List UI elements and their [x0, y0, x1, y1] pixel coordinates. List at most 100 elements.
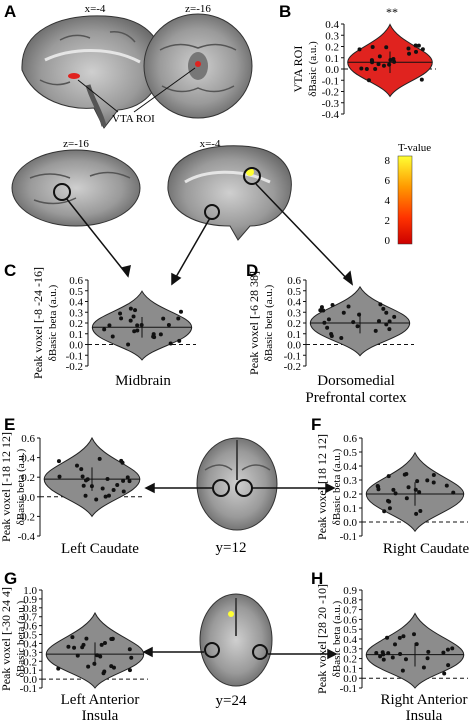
y-tick-label: 0.2	[343, 654, 357, 666]
roi-circle-left-caudate	[212, 479, 230, 497]
data-point	[406, 485, 411, 490]
y-tick-label: 0.8	[343, 595, 357, 607]
panel-letter-a: A	[4, 2, 16, 21]
peak-voxel-label: Peak voxel [18 12 12]	[315, 434, 329, 540]
panel-letter-d: D	[246, 261, 258, 280]
colorbar-tick-label: 4	[385, 195, 391, 207]
brain-axial-a	[143, 13, 253, 119]
region-label-h1: Right Anterior	[380, 692, 467, 708]
y-tick-label: 0.3	[23, 647, 37, 659]
data-point	[101, 671, 106, 676]
y-axis-unit-label: δBasic beta (a.u.)	[15, 448, 27, 525]
data-point	[158, 332, 163, 337]
data-point	[400, 668, 405, 673]
data-point	[56, 459, 61, 464]
y-tick-label: -0.2	[322, 87, 339, 99]
data-point	[357, 312, 362, 317]
y-label-b1: VTA ROI	[291, 46, 305, 93]
data-point	[391, 487, 396, 492]
data-point	[325, 325, 330, 330]
data-point	[177, 338, 182, 343]
y-tick-label: 0.1	[343, 663, 357, 675]
data-point	[442, 671, 447, 676]
data-point	[425, 478, 430, 483]
y-tick-label: 0.2	[69, 318, 83, 330]
y-tick-label: 0.5	[69, 286, 83, 298]
y-axis-unit-label: δBasic beta (a.u.)	[263, 284, 275, 361]
data-point	[416, 43, 421, 48]
roi-circle-dmpfc	[243, 167, 261, 185]
data-point	[126, 342, 131, 347]
data-point	[431, 480, 436, 485]
data-point	[102, 641, 107, 646]
data-point	[391, 57, 396, 62]
data-point	[135, 323, 140, 328]
peak-voxel-label: Peak voxel [-18 12 12]	[0, 432, 13, 542]
y-label-b2: δBasic (a.u.)	[307, 41, 319, 97]
data-point	[393, 642, 398, 647]
data-point	[413, 487, 418, 492]
data-point	[384, 45, 389, 50]
data-point	[111, 665, 116, 670]
data-point	[72, 645, 77, 650]
data-point	[110, 334, 115, 339]
data-point	[326, 317, 331, 322]
y-tick-label: 0.1	[287, 329, 301, 341]
data-point	[346, 304, 351, 309]
data-point	[378, 654, 383, 659]
y-tick-label: 0.0	[343, 673, 357, 685]
data-point	[127, 647, 132, 652]
data-point	[107, 323, 112, 328]
panel-letter-e: E	[4, 415, 15, 434]
data-point	[446, 663, 451, 668]
data-point	[95, 653, 100, 658]
y-tick-label: 0.6	[69, 275, 83, 287]
data-point	[411, 632, 416, 637]
data-point	[321, 308, 326, 313]
pointer-arrows-mid	[65, 183, 354, 286]
y-tick-label: -0.4	[322, 109, 340, 121]
data-point	[92, 661, 97, 666]
y-axis-unit-label: δBasic beta (a.u.)	[15, 600, 27, 677]
y-tick-label: -0.1	[340, 683, 357, 695]
data-point	[85, 477, 90, 482]
colorbar	[397, 155, 413, 245]
data-point	[109, 636, 114, 641]
data-point	[121, 478, 126, 483]
data-point	[132, 329, 137, 334]
y-tick-label: 0.4	[69, 297, 83, 309]
region-label-c: Midbrain	[115, 373, 171, 389]
vta-roi-blob-axial	[195, 61, 201, 67]
data-point	[407, 51, 412, 56]
data-point	[128, 306, 133, 311]
region-label-e: Left Caudate	[61, 541, 139, 557]
vta-roi-blob-sagittal	[68, 73, 80, 79]
y-tick-label: -0.1	[20, 683, 37, 695]
y-tick-label: 1.0	[23, 585, 37, 597]
data-point	[105, 477, 110, 482]
data-point	[420, 47, 425, 52]
y-tick-label: 0.0	[287, 340, 301, 352]
roi-circle-left-insula	[204, 642, 220, 658]
data-point	[83, 493, 88, 498]
brain-axial-mid	[11, 149, 141, 227]
y-tick-label: -0.1	[340, 531, 357, 543]
y-tick-label: -0.2	[18, 511, 35, 523]
data-point	[381, 306, 386, 311]
data-point	[393, 491, 398, 496]
data-point	[392, 314, 397, 319]
y-tick-label: 0.4	[343, 461, 357, 473]
roi-circle-midbrain-sag	[204, 204, 220, 220]
data-point	[413, 43, 418, 48]
y-tick-label: 0.5	[23, 630, 37, 642]
data-point	[139, 322, 144, 327]
data-point	[129, 655, 134, 660]
data-point	[84, 636, 89, 641]
data-point	[66, 644, 71, 649]
data-point	[421, 665, 426, 670]
data-point	[387, 319, 392, 324]
data-point	[70, 635, 75, 640]
peak-voxel-label: Peak voxel [-6 28 38]	[247, 271, 261, 375]
